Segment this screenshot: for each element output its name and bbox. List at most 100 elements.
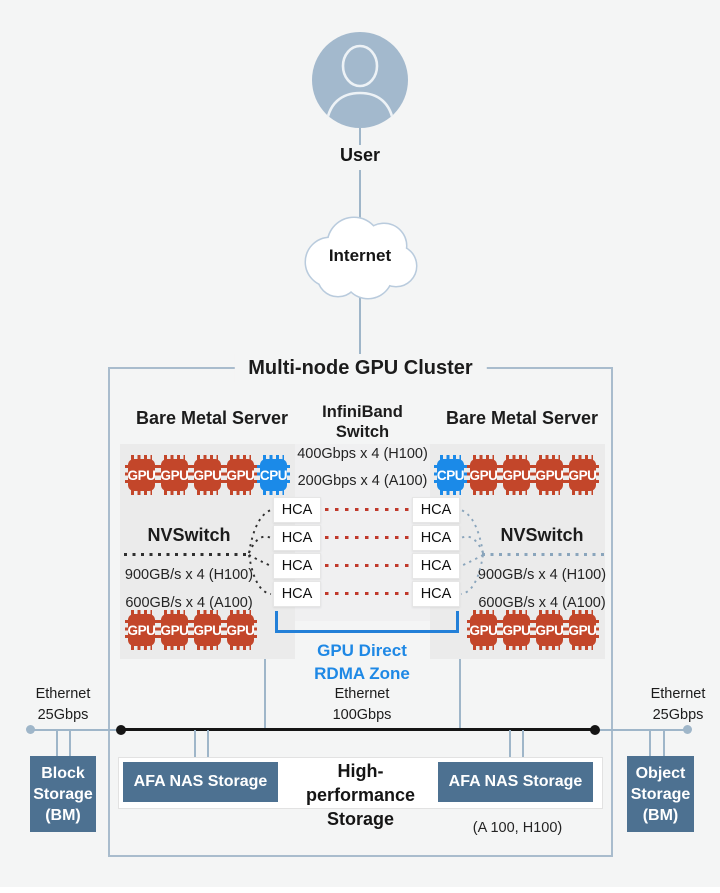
user-connector-line <box>359 128 361 145</box>
chip-pins <box>131 490 152 495</box>
ethernet-right-line2: 25Gbps <box>652 707 704 723</box>
object-storage-line2: Storage <box>630 785 691 803</box>
ethernet-junction-dot-right <box>590 724 600 735</box>
rdma-zone-label: GPU Direct RDMA Zone <box>262 639 462 685</box>
chip-pins <box>506 610 527 615</box>
chip-pins <box>253 620 257 640</box>
right-nvswitch-spec-h100: 900GB/s x 4 (H100) <box>477 567 607 583</box>
chip-pins <box>595 465 599 485</box>
chip-pins <box>164 455 185 460</box>
chip-pins <box>434 465 438 485</box>
chip-pins <box>572 490 593 495</box>
bottom-white-strip <box>0 887 720 893</box>
left-nvswitch-spec-a100: 600GB/s x 4 (A100) <box>125 595 253 611</box>
chip-pins <box>197 490 218 495</box>
hca-box-left: HCA <box>273 497 321 523</box>
chip-pins <box>263 455 284 460</box>
user-label: User <box>339 145 381 165</box>
gpu-chip: GPU <box>191 454 224 496</box>
cluster-title: Multi-node GPU Cluster <box>234 354 487 382</box>
hca-link-line <box>325 564 410 567</box>
chip-pins <box>158 465 162 485</box>
chip-pins <box>263 490 284 495</box>
ethernet-right-line1: Ethernet <box>650 686 706 702</box>
chip-pins <box>562 465 566 485</box>
hca-link-line <box>325 508 410 511</box>
chip-label: GPU <box>502 459 531 491</box>
right-nvswitch-spec-a100: 600GB/s x 4 (A100) <box>478 595 606 611</box>
chip-label: GPU <box>160 614 189 646</box>
chip-label: GPU <box>568 614 597 646</box>
chip-pins <box>533 465 537 485</box>
infiniband-switch-title: InfiniBand Switch <box>295 402 430 442</box>
chip-pins <box>473 645 494 650</box>
chip-pins <box>473 490 494 495</box>
gpu-chip: GPU <box>125 454 158 496</box>
hca-box-left: HCA <box>273 581 321 607</box>
right-nvswitch-dotted-line <box>482 553 604 556</box>
chip-pins <box>187 465 191 485</box>
ethernet-25gbps-left-label: Ethernet 25Gbps <box>8 684 118 726</box>
chip-label: GPU <box>502 614 531 646</box>
chip-pins <box>154 620 158 640</box>
hca-box-left: HCA <box>273 525 321 551</box>
chip-pins <box>496 620 500 640</box>
object-storage-connector-2 <box>663 730 665 757</box>
chip-pins <box>220 465 224 485</box>
chip-label: GPU <box>127 459 156 491</box>
ethernet-right-endpoint-dot <box>683 725 692 734</box>
chip-pins <box>473 610 494 615</box>
storage-gpu-note: (A 100, H100) <box>472 820 563 836</box>
object-storage-line1: Object <box>635 764 686 782</box>
chip-pins <box>566 620 570 640</box>
chip-pins <box>566 465 570 485</box>
infiniband-spec-h100: 400Gbps x 4 (H100) <box>297 446 428 462</box>
chip-pins <box>230 490 251 495</box>
ethernet-25gbps-right-label: Ethernet 25Gbps <box>623 684 720 726</box>
block-storage-line3: (BM) <box>45 806 81 824</box>
chip-label: GPU <box>469 614 498 646</box>
chip-pins <box>230 610 251 615</box>
object-storage-connector-1 <box>649 730 651 757</box>
chip-pins <box>230 455 251 460</box>
chip-label: GPU <box>226 614 255 646</box>
gpu-chip: GPU <box>500 454 533 496</box>
ethernet-right-gray-line <box>595 729 688 731</box>
high-performance-storage-label: High-performance Storage <box>283 759 438 831</box>
chip-pins <box>529 620 533 640</box>
chip-pins <box>506 645 527 650</box>
chip-pins <box>562 620 566 640</box>
chip-pins <box>473 455 494 460</box>
cpu-chip: CPU <box>434 454 467 496</box>
block-storage-line2: Storage <box>33 785 93 803</box>
gpu-chip: GPU <box>467 454 500 496</box>
hca-link-line <box>325 592 410 595</box>
right-server-ethernet-line <box>459 659 461 731</box>
right-nvswitch-title: NVSwitch <box>500 525 584 545</box>
chip-pins <box>286 465 290 485</box>
hp-storage-line2: Storage <box>326 809 395 829</box>
multi-node-gpu-cluster-box: Multi-node GPU Cluster Bare Metal Server… <box>108 354 615 858</box>
rdma-label-line1: GPU Direct <box>317 641 407 660</box>
afa-nas-storage-left: AFA NAS Storage <box>123 762 278 802</box>
chip-pins <box>191 465 195 485</box>
user-avatar-icon <box>312 32 408 128</box>
chip-pins <box>539 610 560 615</box>
chip-label: GPU <box>160 459 189 491</box>
infiniband-title-line2: Switch <box>335 423 390 441</box>
chip-pins <box>539 455 560 460</box>
chip-pins <box>257 465 261 485</box>
afa-left-connector-1 <box>194 730 196 762</box>
gpu-chip: GPU <box>224 454 257 496</box>
chip-pins <box>506 455 527 460</box>
block-storage-line1: Block <box>41 764 85 782</box>
rdma-label-line2: RDMA Zone <box>314 664 410 683</box>
ethernet-junction-dot-left <box>116 724 126 735</box>
chip-pins <box>191 620 195 640</box>
ethernet-left-line2: 25Gbps <box>37 707 89 723</box>
gpu-chip: GPU <box>224 609 257 651</box>
infiniband-spec-a100: 200Gbps x 4 (A100) <box>297 473 428 489</box>
ethernet-100gbps-label: Ethernet 100Gbps <box>307 684 417 726</box>
